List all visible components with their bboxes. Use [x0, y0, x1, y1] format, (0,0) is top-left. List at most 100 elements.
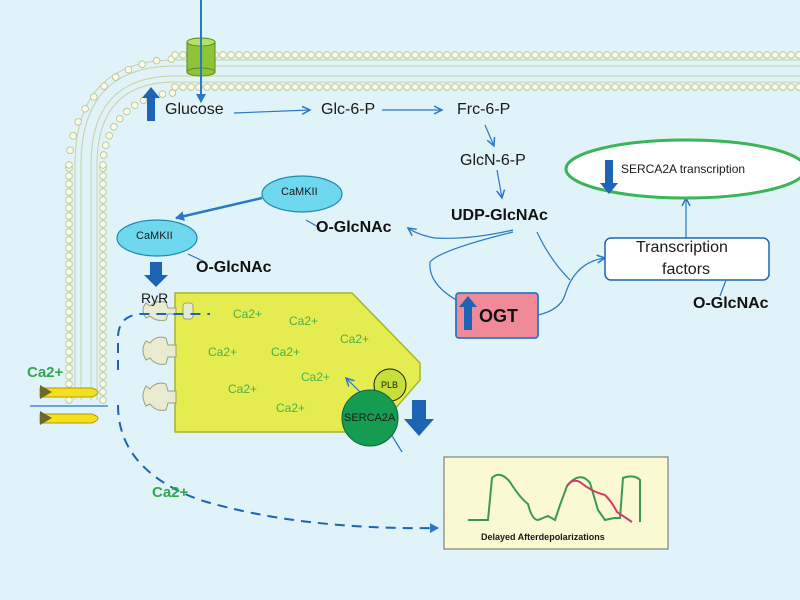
lipid-head [99, 316, 107, 324]
lipid-head [99, 151, 108, 159]
lipid-head [491, 83, 499, 91]
lipid-head [171, 83, 179, 91]
lipid-head [587, 51, 595, 59]
lipid-head [102, 141, 110, 149]
lipid-head [99, 244, 107, 252]
lipid-head [283, 51, 291, 59]
serca-transcription-oval [564, 138, 800, 200]
lipid-head [579, 83, 587, 91]
lipid-head [787, 51, 795, 59]
lipid-head [411, 83, 419, 91]
lipid-head [243, 83, 251, 91]
lipid-head [443, 51, 451, 59]
lipid-head [65, 220, 73, 228]
lipid-head [315, 51, 323, 59]
lipid-head [99, 388, 107, 396]
lipid-head [355, 51, 363, 59]
lipid-head [347, 51, 355, 59]
lipid-head [99, 228, 107, 236]
lipid-head [555, 83, 563, 91]
camkii-left-label: CaMKII [136, 230, 173, 242]
lipid-head [371, 83, 379, 91]
down-arrow-icon [144, 262, 168, 287]
lipid-head [99, 236, 107, 244]
lipid-head [771, 83, 779, 91]
lipid-head [619, 51, 627, 59]
lipid-head [65, 356, 73, 364]
camkii-left-shape [116, 219, 198, 257]
lipid-head [187, 83, 195, 91]
lipid-head [66, 146, 74, 154]
lipid-head [611, 51, 619, 59]
lipid-head [523, 51, 531, 59]
lipid-head [715, 51, 723, 59]
lipid-head [603, 51, 611, 59]
lipid-head [283, 83, 291, 91]
lipid-head [619, 83, 627, 91]
lipid-head [723, 51, 731, 59]
dad-trace-green [468, 473, 641, 522]
transcription-factors-line1: Transcription [636, 239, 728, 256]
ltype-ca-label: Ca2+ [27, 364, 64, 381]
lipid-head [371, 51, 379, 59]
ca-release-dashed [117, 313, 210, 370]
glc6p-label: Glc-6-P [321, 101, 376, 118]
lipid-head [65, 196, 73, 204]
leak-ca-label: Ca2+ [152, 484, 189, 501]
lipid-head [65, 324, 73, 332]
lipid-head [211, 83, 219, 91]
camkii-top-label: CaMKII [281, 186, 318, 198]
lipid-head [267, 83, 275, 91]
lipid-head [747, 83, 755, 91]
lipid-head [379, 83, 387, 91]
lipid-head [563, 83, 571, 91]
lipid-head [275, 83, 283, 91]
lipid-head [507, 51, 515, 59]
lipid-head [99, 364, 107, 372]
lipid-head [203, 83, 211, 91]
lipid-head [763, 83, 771, 91]
lipid-head [459, 83, 467, 91]
lipid-head [675, 51, 683, 59]
lipid-head [515, 51, 523, 59]
sr-ca-ion: Ca2+ [208, 345, 238, 359]
lipid-head [403, 51, 411, 59]
udp-glcnac-label: UDP-GlcNAc [451, 207, 548, 224]
lipid-head [707, 83, 715, 91]
lipid-head [65, 300, 73, 308]
lipid-head [731, 51, 739, 59]
lipid-head [111, 73, 120, 81]
lipid-head [531, 51, 539, 59]
lipid-head [99, 276, 107, 284]
ryr-channel-icon [142, 301, 194, 411]
lipid-head [259, 51, 267, 59]
lipid-head [347, 83, 355, 91]
lipid-head [403, 83, 411, 91]
lipid-head [65, 348, 73, 356]
down-arrow-icon [600, 160, 618, 194]
lipid-head [69, 132, 77, 140]
down-arrow-icon [404, 400, 434, 436]
lipid-head [65, 316, 73, 324]
lipid-head [65, 236, 73, 244]
lipid-head [152, 56, 161, 65]
ogt-label: OGT [479, 306, 518, 326]
lipid-head [227, 51, 235, 59]
lipid-head [65, 260, 73, 268]
lipid-head [123, 107, 131, 116]
lipid-head [571, 83, 579, 91]
lipid-head [65, 396, 73, 404]
lipid-head [65, 340, 73, 348]
lipid-head [307, 51, 315, 59]
lipid-head [571, 51, 579, 59]
lipid-head [99, 172, 107, 180]
lipid-head [363, 51, 371, 59]
lipid-head [219, 51, 227, 59]
glucose-label: Glucose [165, 101, 224, 118]
serca-transcription-label: SERCA2A transcription [621, 162, 746, 176]
lipid-head [99, 356, 107, 364]
ryr-label: RyR [141, 290, 169, 306]
lipid-head [99, 372, 107, 380]
lipid-head [90, 93, 98, 101]
